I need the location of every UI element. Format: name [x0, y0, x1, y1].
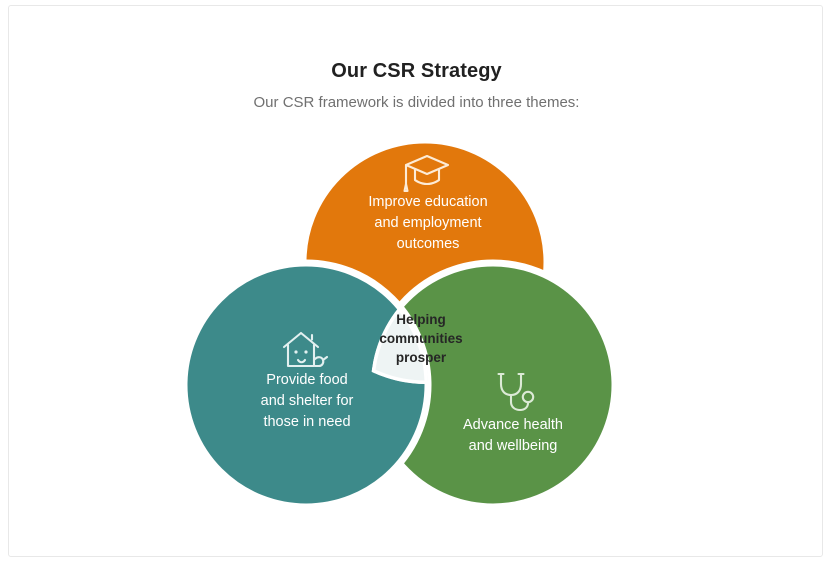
graduation-cap-icon — [403, 154, 450, 193]
page-title: Our CSR Strategy — [331, 60, 502, 82]
venn-label-intersection-line1: Helping — [396, 312, 446, 327]
csr-strategy-card: Our CSR Strategy Our CSR framework is di… — [8, 5, 823, 557]
stethoscope-icon — [497, 372, 535, 412]
venn-label-intersection: Helping communities prosper — [368, 310, 474, 367]
page-subtitle: Our CSR framework is divided into three … — [253, 94, 580, 111]
venn-label-intersection-line2: communities — [379, 331, 463, 346]
venn-diagram: Improve education and employment outcome… — [9, 6, 822, 556]
venn-svg — [180, 136, 619, 511]
venn-label-intersection-line3: prosper — [395, 350, 447, 365]
venn-circle-shelter[interactable] — [180, 259, 432, 511]
house-icon — [282, 331, 329, 368]
